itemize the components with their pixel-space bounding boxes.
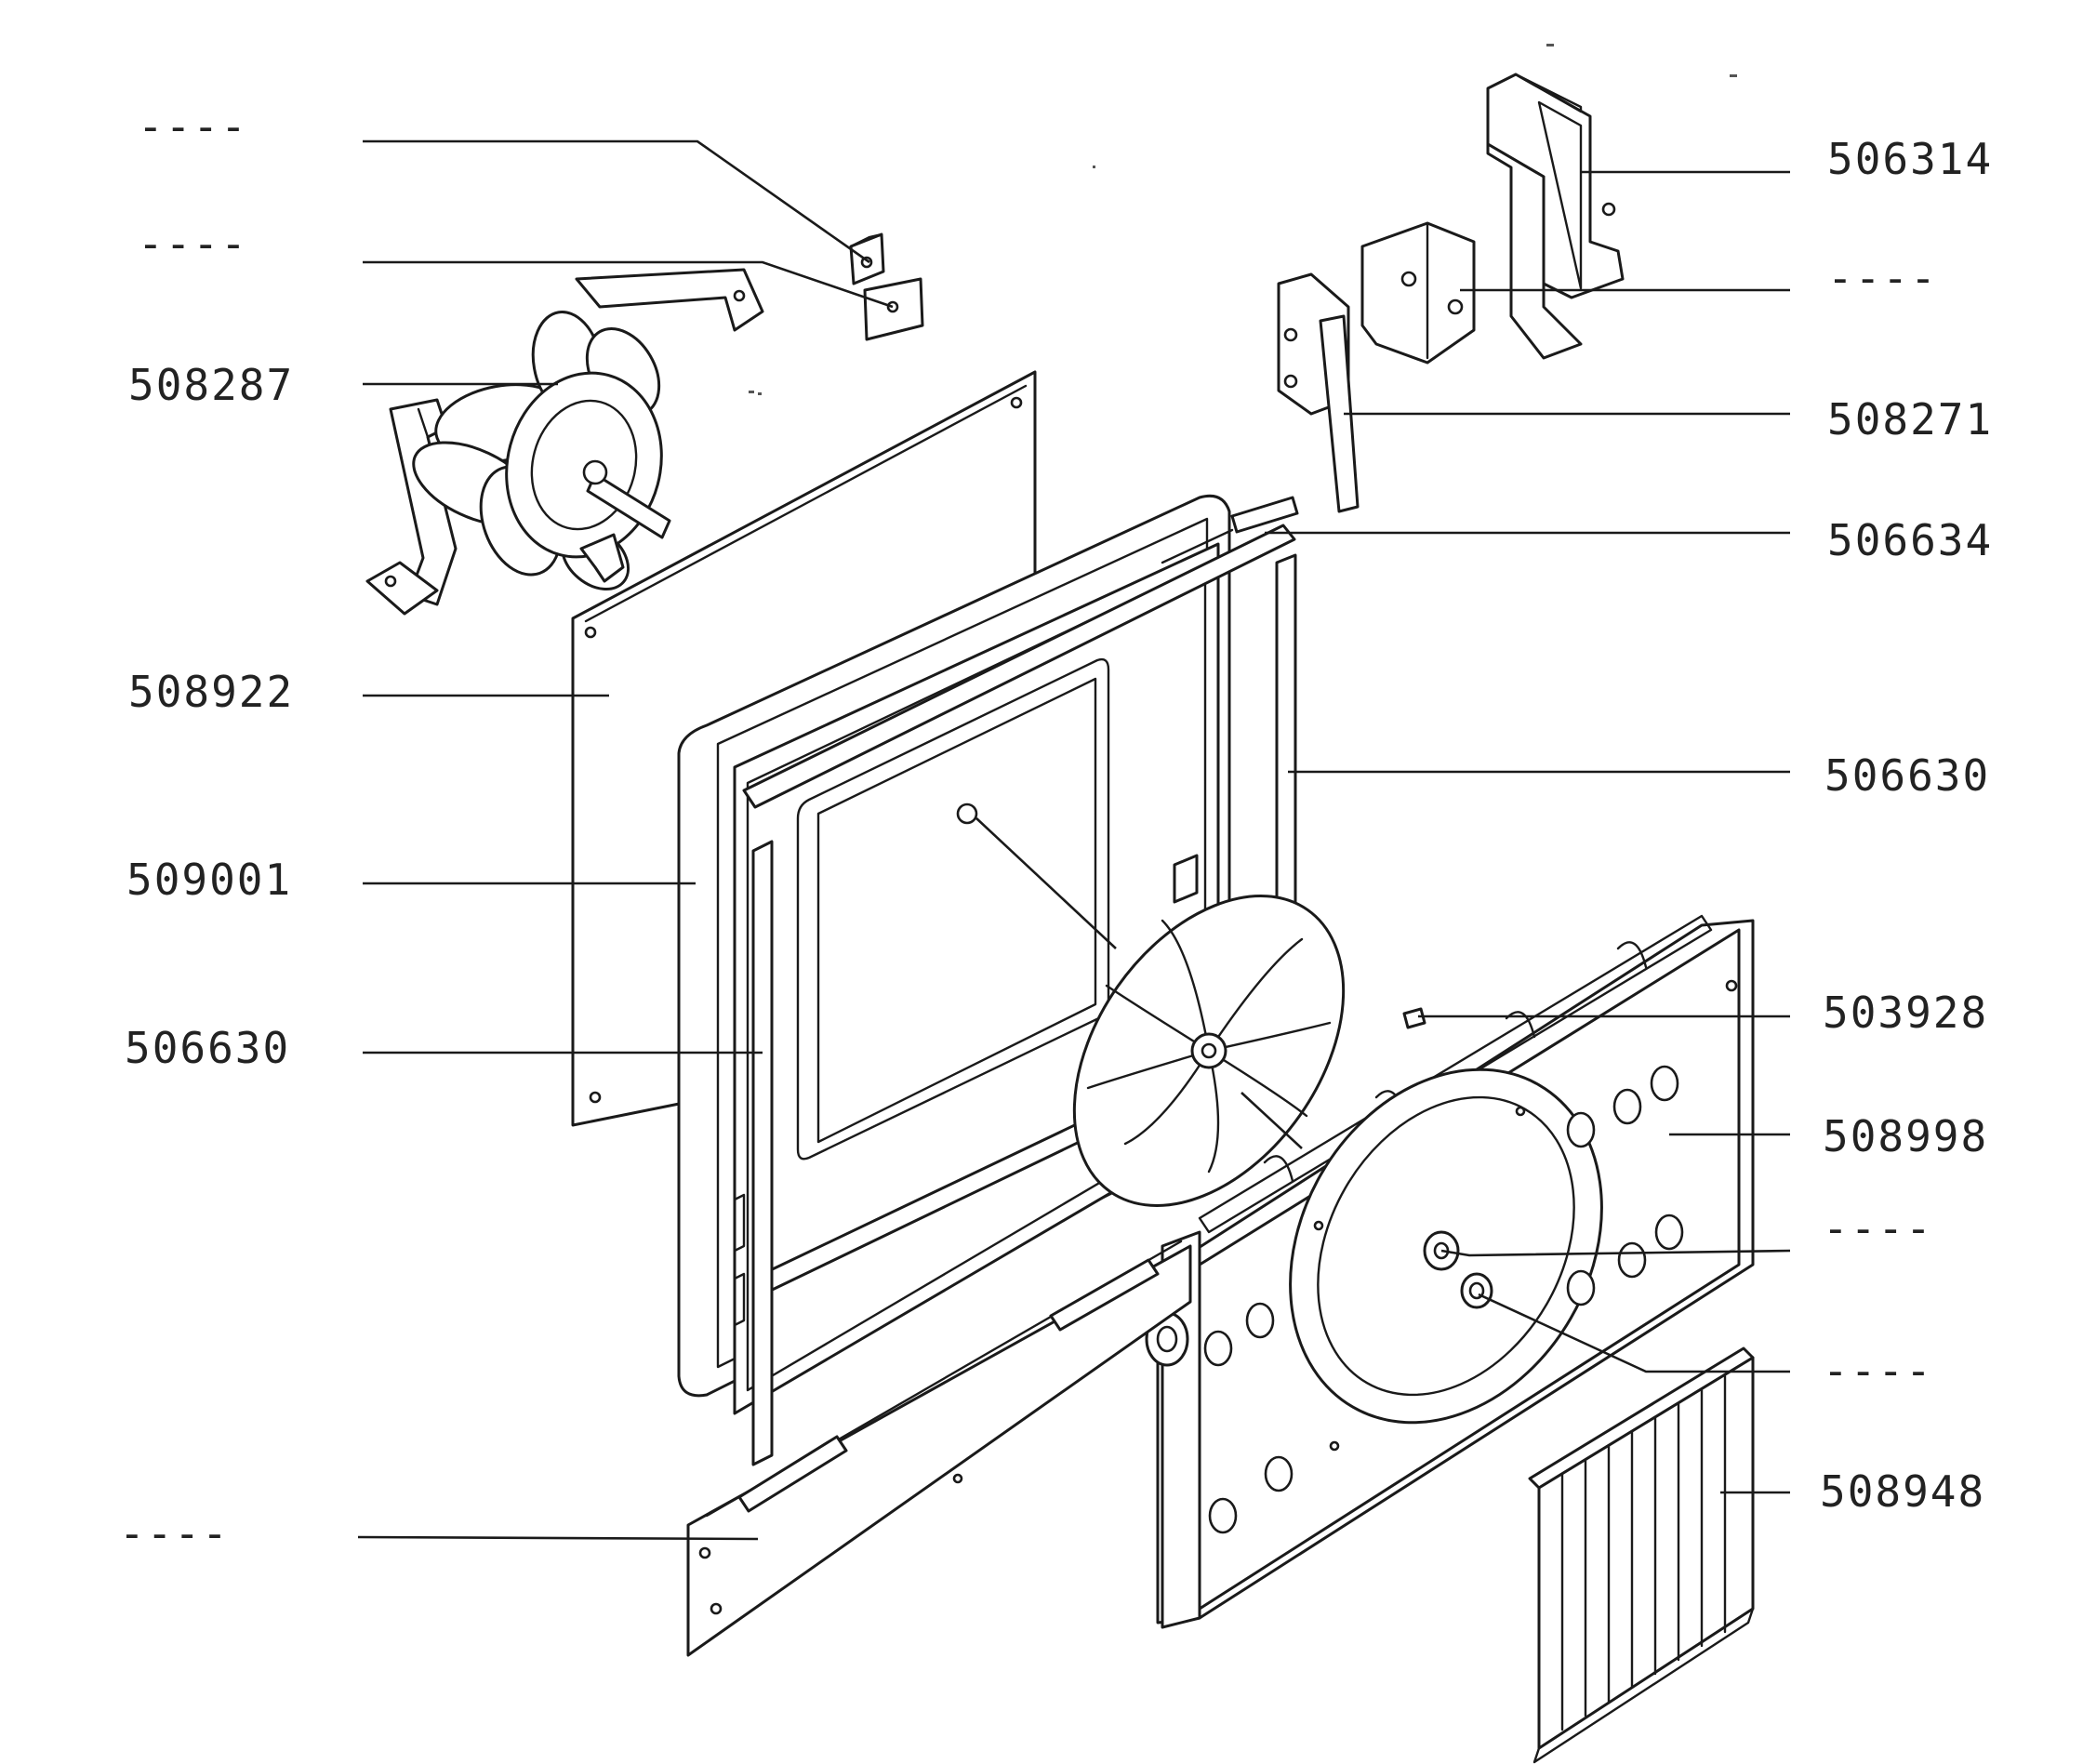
side-rail-left	[751, 840, 774, 1466]
callout-labels: ---- ---- 508287 508922 509001 506630 --…	[119, 101, 1993, 1558]
callout-label: ----	[1823, 1203, 1933, 1253]
callout-label: 508271	[1827, 394, 1993, 444]
callout-label: 508948	[1820, 1466, 1985, 1517]
callout-label: 506634	[1827, 515, 1993, 565]
callout-label: ----	[138, 101, 248, 152]
leader-impeller-stud	[975, 817, 1117, 949]
callout-label: 508922	[128, 667, 294, 717]
rear-grille	[1528, 1346, 1755, 1764]
scan-specks	[749, 44, 1737, 395]
thermostat-bracket	[1486, 73, 1625, 360]
callout-label: 509001	[126, 855, 292, 905]
angle-bracket	[1360, 221, 1476, 365]
side-rail-right	[1275, 553, 1297, 925]
fan-cover-plate	[1145, 914, 1755, 1629]
leader-c1	[363, 139, 870, 264]
fan-motor-assembly	[365, 268, 764, 616]
callout-label: ----	[119, 1508, 230, 1558]
leader-c2	[363, 260, 894, 309]
small-plate	[863, 277, 924, 341]
leader-c7	[357, 1535, 759, 1541]
callout-label: 508998	[1823, 1111, 1988, 1161]
callout-label: 508287	[128, 360, 294, 410]
callout-label: ----	[1827, 253, 1938, 303]
door-gasket-strip	[1161, 496, 1299, 564]
screw	[1402, 1007, 1426, 1029]
callout-label: ----	[138, 219, 248, 269]
fan-impeller	[1072, 895, 1346, 1207]
callout-label: 506630	[1824, 750, 1990, 801]
leader-lines	[357, 139, 1791, 1541]
oven-cavity	[677, 494, 1296, 1415]
callout-label: 503928	[1823, 988, 1988, 1038]
small-clip	[849, 232, 885, 285]
callout-label: ----	[1823, 1346, 1933, 1396]
callout-label: 506630	[125, 1023, 290, 1073]
callout-label: 506314	[1827, 134, 1993, 184]
leader-c15	[1440, 1249, 1791, 1257]
leader-c16	[1478, 1293, 1790, 1373]
door-switch	[1277, 272, 1360, 513]
bottom-trim-panel	[686, 1240, 1192, 1657]
